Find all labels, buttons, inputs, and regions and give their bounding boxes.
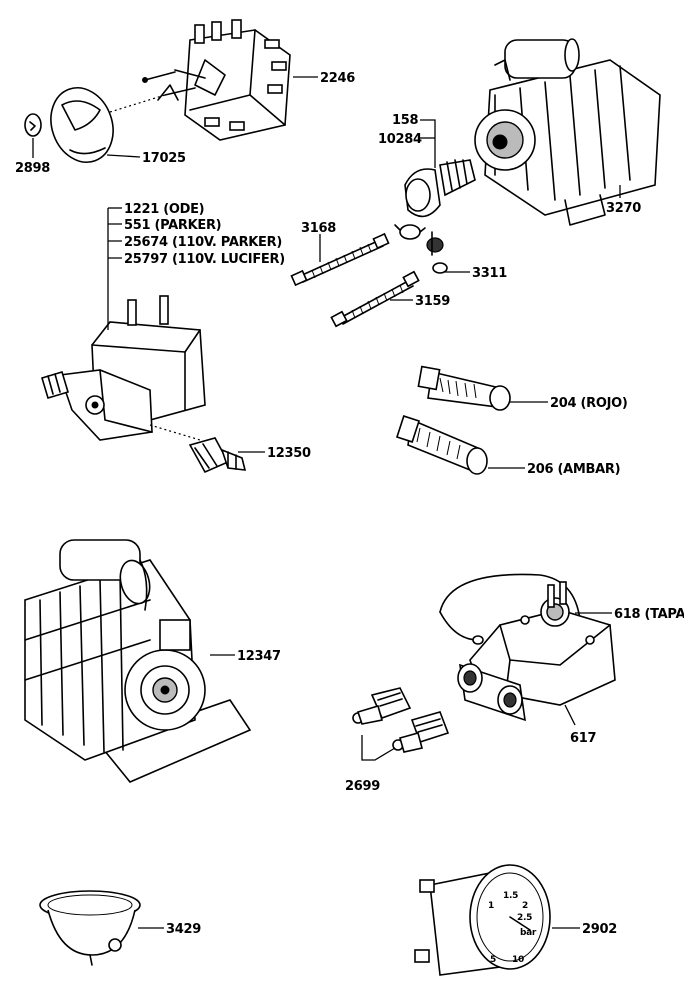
hose-3159 (330, 270, 420, 328)
knob-17025 (50, 87, 166, 163)
gauge-scale-1: 1 (488, 901, 494, 911)
label-12347: 12347 (237, 649, 281, 664)
hose-3168 (290, 232, 390, 287)
label-617: 617 (570, 731, 596, 746)
label-551: 551 (PARKER) (124, 218, 221, 233)
label-206: 206 (AMBAR) (527, 462, 620, 477)
pilot-light-204 (417, 365, 511, 411)
label-1221: 1221 (ODE) (124, 202, 204, 217)
label-2699: 2699 (345, 779, 380, 794)
washer-2898 (24, 113, 42, 137)
gauge-scale-5: 5 (490, 955, 496, 965)
label-10284: 10284 (378, 132, 422, 147)
label-158: 158 (392, 113, 418, 128)
gauge-scale-2: 2 (522, 901, 528, 911)
label-12350: 12350 (267, 446, 311, 461)
fittings-2699 (352, 687, 450, 753)
gauge-unit: bar (520, 928, 537, 938)
flowmeter-617 (439, 573, 616, 722)
label-3270: 3270 (606, 201, 641, 216)
rotary-switch-2246 (142, 19, 291, 141)
label-3429: 3429 (166, 922, 201, 937)
pressure-gauge-2902: 1.5 2 2.5 1 bar 5 10 (414, 864, 551, 976)
motor-12347 (24, 539, 252, 783)
label-204: 204 (ROJO) (550, 396, 628, 411)
label-25674: 25674 (110V. PARKER) (124, 235, 282, 250)
fitting-12350 (188, 437, 247, 474)
gauge-scale-2-5: 2.5 (517, 913, 532, 923)
label-3159: 3159 (415, 294, 450, 309)
label-17025: 17025 (142, 151, 186, 166)
label-3168: 3168 (301, 221, 336, 236)
filter-basket-3429 (39, 890, 141, 966)
solenoid-valve-1221 (41, 295, 206, 441)
label-2898: 2898 (15, 161, 50, 176)
gauge-scale-10: 10 (512, 955, 524, 965)
label-618: 618 (TAPA) (614, 607, 684, 622)
label-25797: 25797 (110V. LUCIFER) (124, 252, 285, 267)
fitting-158 (394, 159, 476, 274)
label-3311: 3311 (472, 266, 507, 281)
pump-motor-3270 (474, 38, 661, 226)
pilot-light-206 (395, 415, 488, 475)
gauge-scale-1-5: 1.5 (503, 891, 518, 901)
label-2246: 2246 (320, 71, 355, 86)
label-2902: 2902 (582, 922, 617, 937)
